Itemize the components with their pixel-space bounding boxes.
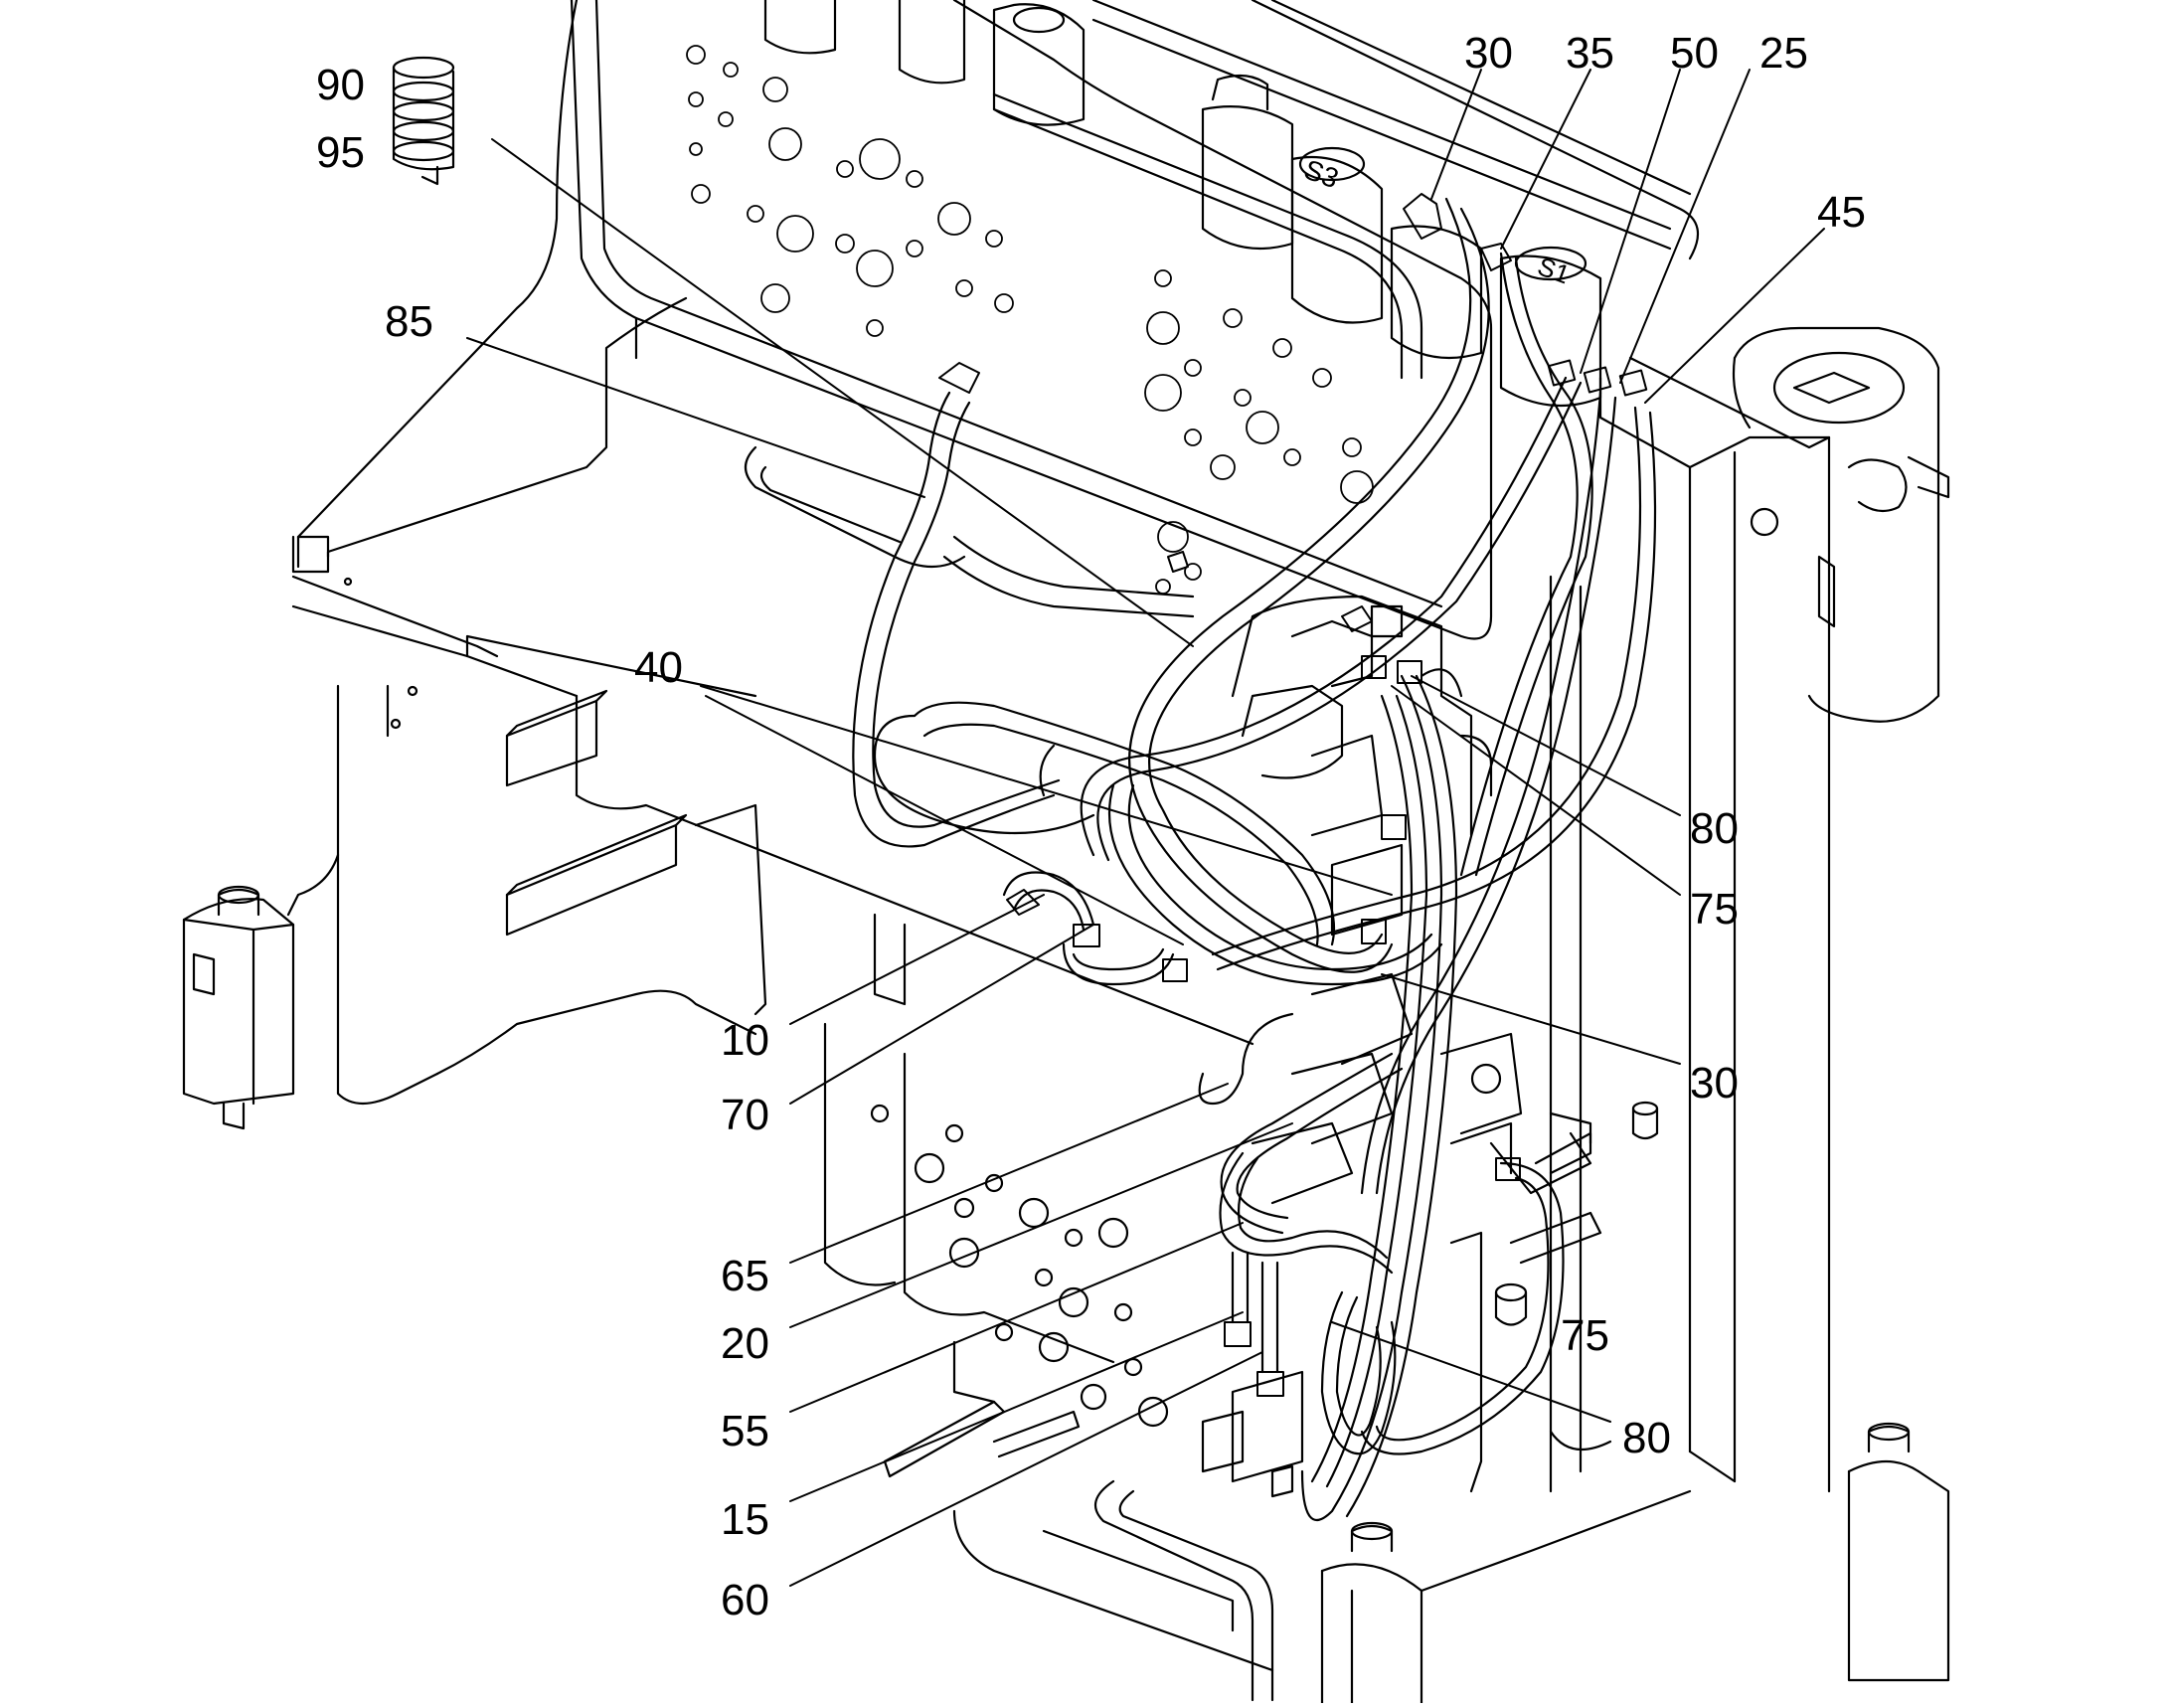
callout-40: 40 [634, 643, 683, 692]
callout-45: 45 [1817, 188, 1866, 237]
callout-15: 15 [721, 1495, 769, 1544]
left-foot-block [182, 885, 295, 1130]
callout-65: 65 [721, 1252, 769, 1300]
callout-35: 35 [1566, 29, 1614, 78]
callout-80-lower: 80 [1622, 1414, 1671, 1462]
callout-20: 20 [721, 1319, 769, 1368]
callout-55: 55 [721, 1407, 769, 1455]
callout-70: 70 [721, 1091, 769, 1139]
right-frame-post [1598, 326, 1950, 1682]
center-foot-block [1320, 1489, 1692, 1705]
leader-lines [466, 69, 1825, 1587]
callout-10: 10 [721, 1016, 769, 1065]
spring-icon [392, 56, 455, 186]
bottom-pipes [883, 1400, 1274, 1702]
callout-75-lower: 75 [1561, 1311, 1609, 1360]
plate-holes [686, 45, 1374, 595]
filter-cups [763, 0, 1602, 408]
callout-90: 90 [316, 61, 365, 109]
callout-80-right: 80 [1690, 804, 1739, 853]
callout-25: 25 [1759, 29, 1808, 78]
lower-mounting-plate [823, 1022, 1169, 1428]
callout-30-right: 30 [1690, 1059, 1739, 1108]
callout-85: 85 [385, 297, 433, 346]
left-frame [286, 0, 1254, 1105]
right-mid-frame [1449, 575, 1659, 1493]
callout-60: 60 [721, 1576, 769, 1624]
central-valve-block [1201, 595, 1592, 1498]
callout-50: 50 [1670, 29, 1719, 78]
callout-30-top: 30 [1464, 29, 1513, 78]
top-rails [992, 0, 1700, 380]
callout-75-right: 75 [1690, 885, 1739, 934]
callout-95: 95 [316, 128, 365, 177]
valve-mounting-plate [570, 0, 1493, 640]
